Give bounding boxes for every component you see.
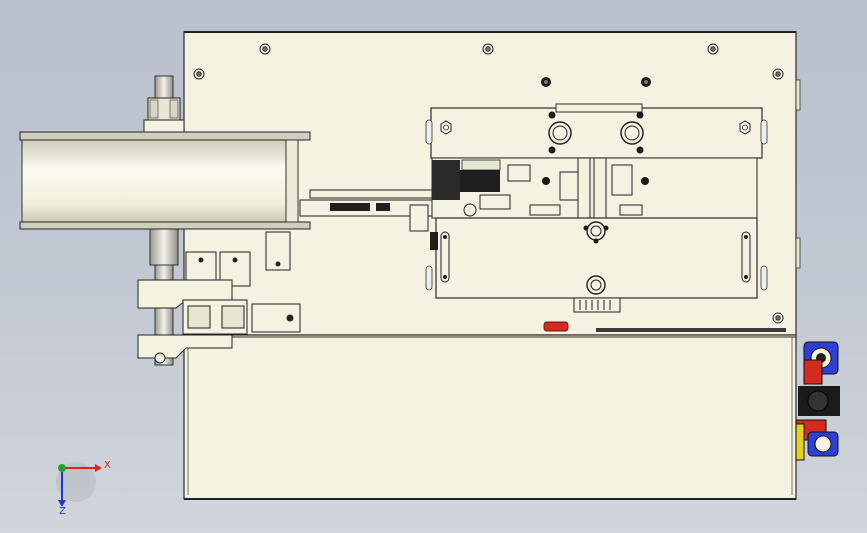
mount-blocks (137, 231, 301, 364)
lower-cabinet (183, 334, 797, 500)
slide-rails (299, 189, 438, 250)
plate-edge-tab (795, 237, 801, 269)
pneumatic-fittings (795, 341, 840, 461)
red-indicator (543, 321, 569, 332)
gripper-module (425, 103, 768, 313)
red-fitting (803, 359, 823, 385)
reel-drum (19, 131, 311, 230)
yellow-fitting (795, 423, 805, 461)
plate-screws (193, 43, 784, 324)
plate-slot (596, 328, 786, 332)
y-axis-dot (58, 464, 66, 472)
x-axis-label: X (104, 460, 111, 471)
z-axis-label: Z (59, 506, 66, 517)
black-bolts (541, 77, 651, 87)
coordinate-triad: X Z (56, 460, 111, 517)
plate-edge-tab (795, 79, 801, 111)
